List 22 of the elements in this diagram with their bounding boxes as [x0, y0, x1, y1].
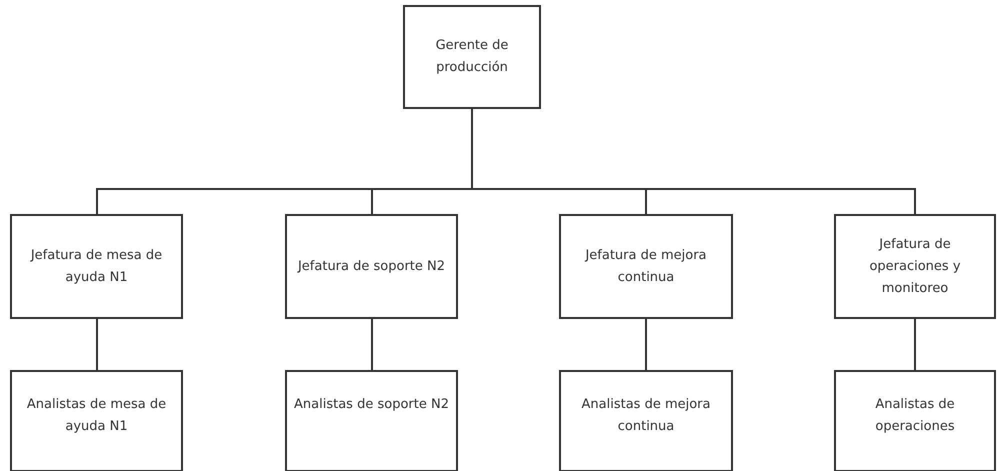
- org-box: [10, 214, 183, 319]
- connector-line: [96, 319, 98, 370]
- org-box: [834, 214, 996, 319]
- connector-line: [371, 319, 373, 370]
- box-label: Jefatura de operaciones y monitoreo: [868, 236, 962, 298]
- box-label: Analistas de mejora continua: [580, 396, 712, 436]
- box-label: Jefatura de mesa de ayuda N1: [29, 246, 164, 286]
- box-label: Jefatura de mejora continua: [584, 246, 708, 286]
- org-box: [10, 370, 183, 471]
- connector-line: [645, 319, 647, 370]
- box-label: Analistas de operaciones: [874, 396, 956, 436]
- org-box: [559, 214, 733, 319]
- org-box: [403, 5, 541, 109]
- org-box: [285, 370, 458, 471]
- org-box: [834, 370, 996, 471]
- box-label: Jefatura de soporte N2: [298, 258, 446, 276]
- box-label: Analistas de soporte N2: [294, 396, 449, 414]
- box-label: Gerente de producción: [434, 37, 510, 77]
- connector-line: [914, 319, 916, 370]
- org-box: [285, 214, 458, 319]
- org-box: [559, 370, 733, 471]
- box-label: Analistas de mesa de ayuda N1: [26, 396, 168, 436]
